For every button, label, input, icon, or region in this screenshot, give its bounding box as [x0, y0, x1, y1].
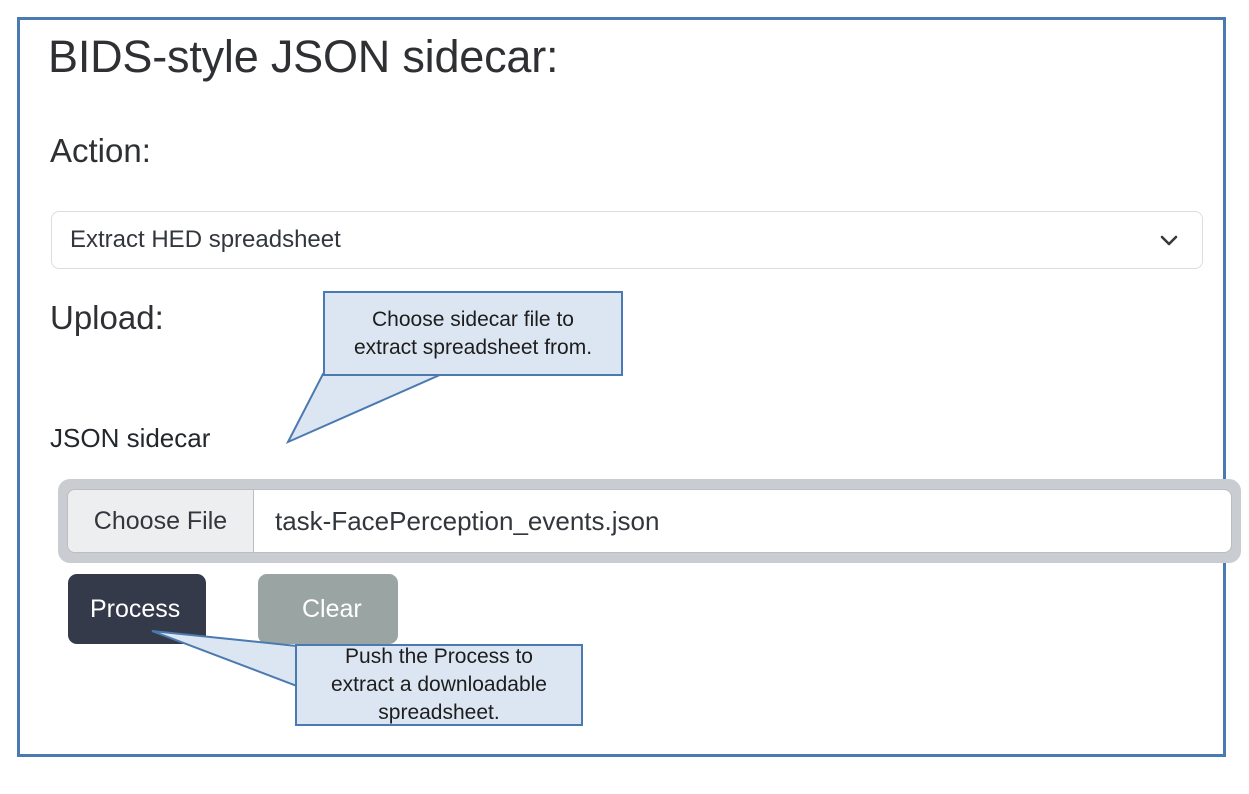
process-button[interactable]: Process: [68, 574, 206, 644]
json-sidecar-field-label: JSON sidecar: [50, 423, 211, 453]
action-select-value: Extract HED spreadsheet: [70, 226, 341, 253]
file-input-inner[interactable]: Choose File task-FacePerception_events.j…: [67, 489, 1232, 553]
selected-file-name: task-FacePerception_events.json: [275, 505, 660, 536]
callout-process-line-1: Push the Process to: [345, 645, 533, 669]
app-frame: BIDS-style JSON sidecar: Action: Extract…: [17, 17, 1241, 757]
action-label: Action:: [50, 132, 151, 169]
callout-sidecar: Choose sidecar file to extract spreadshe…: [323, 291, 623, 376]
callout-sidecar-line-2: extract spreadsheet from.: [353, 335, 593, 359]
callout-process: Push the Process to extract a downloadab…: [295, 644, 583, 726]
sidecar-form: BIDS-style JSON sidecar: Action: Extract…: [48, 30, 1241, 754]
callout-process-line-3: spreadsheet.: [378, 700, 500, 724]
callout-sidecar-line-1: Choose sidecar file to: [372, 307, 574, 331]
json-sidecar-file-input[interactable]: Choose File task-FacePerception_events.j…: [58, 479, 1241, 563]
upload-label: Upload:: [50, 299, 164, 336]
page-title: BIDS-style JSON sidecar:: [48, 31, 559, 82]
action-select[interactable]: Extract HED spreadsheet: [51, 211, 1203, 269]
callout-process-line-2: extract a downloadable: [331, 673, 547, 697]
action-select-box[interactable]: [51, 211, 1203, 269]
clear-button[interactable]: Clear: [258, 574, 398, 644]
chevron-down-icon[interactable]: [1157, 228, 1181, 252]
choose-file-button[interactable]: Choose File: [68, 490, 254, 552]
